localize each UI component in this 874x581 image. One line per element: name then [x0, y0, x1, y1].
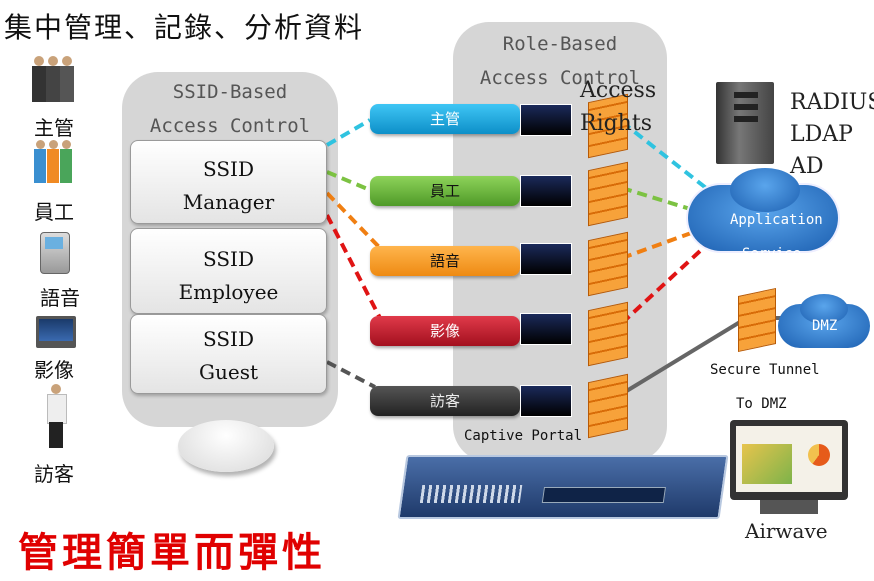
firewall-icon	[588, 161, 628, 227]
ssid-manager-line1: SSID	[203, 157, 254, 181]
employees-people-icon	[34, 138, 74, 186]
ssid-guest-box: SSID Guest	[130, 314, 327, 394]
dmz-cloud-icon	[800, 294, 848, 324]
ssid-employee-line1: SSID	[203, 247, 254, 271]
ldap-label: LDAP	[790, 122, 853, 147]
line-manager-to-manager-role	[325, 118, 372, 147]
secure-tunnel-line1: Secure Tunnel	[710, 362, 820, 378]
role-panel-title-line2: Access Control	[479, 67, 641, 89]
access-rights-line2: Rights	[580, 111, 652, 136]
role-thumbnail	[520, 175, 572, 207]
firewall-icon	[588, 373, 628, 439]
ssid-manager-box: SSID Manager	[130, 140, 327, 224]
line-manager-to-video-role	[325, 214, 382, 319]
airwave-monitor-icon	[730, 420, 848, 500]
role-video-box: 影像	[370, 316, 520, 346]
category-voice-label: 語音	[40, 286, 80, 310]
ssid-guest-line2: Guest	[199, 360, 258, 384]
dmz-label: DMZ	[812, 318, 838, 334]
line-manager-role-to-cloud	[620, 120, 717, 197]
role-voice-box: 語音	[370, 246, 520, 276]
role-guest-box: 訪客	[370, 386, 520, 416]
guest-person-icon	[44, 384, 68, 450]
firewall-icon	[738, 287, 776, 353]
controller-appliance-icon	[397, 455, 729, 519]
captive-portal-label: Captive Portal	[464, 428, 583, 444]
ssid-manager-line2: Manager	[182, 190, 275, 214]
access-rights-line1: Access	[580, 78, 657, 103]
role-thumbnail	[520, 243, 572, 275]
ssid-employee-box: SSID Employee	[130, 228, 327, 314]
role-panel-title-line1: Role-Based	[502, 33, 618, 55]
video-monitor-icon	[36, 316, 76, 348]
ssid-guest-line1: SSID	[203, 327, 254, 351]
line-manager-to-employee-role	[326, 170, 371, 192]
category-manager-label: 主管	[34, 116, 74, 140]
access-point-icon	[178, 420, 274, 472]
phone-icon	[40, 232, 70, 274]
line-video-role-to-cloud	[620, 238, 714, 325]
category-video-label: 影像	[34, 358, 74, 382]
secure-tunnel-line2: To DMZ	[736, 396, 787, 412]
managers-people-icon	[30, 56, 78, 104]
server-icon	[716, 82, 774, 164]
role-manager-box: 主管	[370, 104, 520, 134]
airwave-label: Airwave	[745, 519, 828, 543]
ad-label: AD	[790, 154, 824, 179]
line-manager-to-voice-role	[325, 191, 382, 250]
ssid-panel-title-line2: Access Control	[149, 115, 311, 137]
role-thumbnail	[520, 313, 572, 345]
role-thumbnail	[520, 385, 572, 417]
airwave-monitor-stand	[760, 500, 818, 514]
firewall-icon	[588, 231, 628, 297]
ssid-panel-title-line1: SSID-Based	[172, 81, 288, 103]
line-employee-role-to-cloud	[621, 186, 701, 214]
application-cloud-line1: Application	[730, 212, 823, 228]
application-cloud-icon	[730, 168, 800, 212]
role-thumbnail	[520, 104, 572, 136]
category-employee-label: 員工	[34, 200, 74, 224]
line-guest-to-guest-role	[326, 360, 376, 389]
radius-label: RADIUS	[790, 90, 874, 115]
page-title: 集中管理、記錄、分析資料	[4, 11, 365, 44]
line-guest-role-to-dmz	[618, 320, 742, 397]
slogan: 管理簡單而彈性	[18, 529, 326, 576]
firewall-icon	[588, 301, 628, 367]
category-guest-label: 訪客	[34, 462, 74, 486]
ssid-employee-line2: Employee	[178, 280, 279, 304]
application-cloud-line2: Service	[742, 246, 802, 258]
role-employee-box: 員工	[370, 176, 520, 206]
